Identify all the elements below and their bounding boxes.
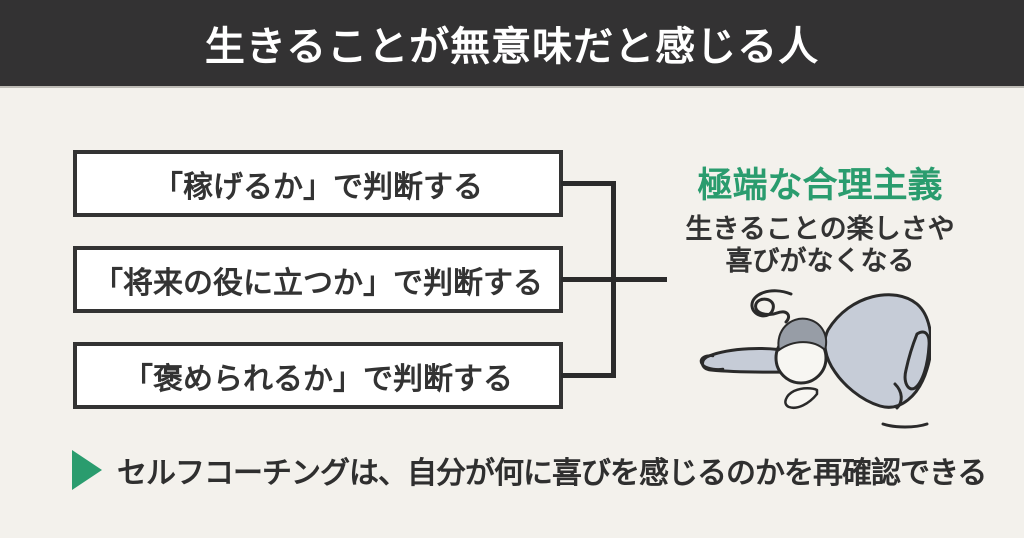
person-knee-line	[893, 382, 903, 410]
triangle-marker-icon	[72, 450, 102, 490]
person-chin-hand	[784, 387, 819, 409]
despair-scribble-icon	[750, 289, 793, 324]
takeaway-text: セルフコーチングは、自分が何に喜びを感じるのかを再確認できる	[117, 457, 987, 490]
person-foot	[903, 330, 931, 391]
cause-box-3: 「褒められるか」で判断する	[73, 342, 563, 409]
takeaway-row: セルフコーチングは、自分が何に喜びを感じるのかを再確認できる	[72, 448, 987, 492]
cause-box-2-label: 「将来の役に立つか」で判断する	[93, 266, 543, 300]
cause-box-1: 「稼げるか」で判断する	[73, 150, 563, 217]
cause-box-3-label: 「褒められるか」で判断する	[123, 362, 513, 396]
collapsed-person-illustration	[699, 289, 931, 429]
header-banner: 生きることが無意味だと感じる人	[0, 0, 1024, 88]
result-description-line-2: 喜びがなくなる	[725, 245, 915, 276]
result-description-line-1: 生きることの楽しさや	[685, 214, 955, 244]
connector-vertical-line	[611, 181, 616, 378]
connector-stub-bottom	[561, 373, 615, 378]
cause-box-1-label: 「稼げるか」で判断する	[153, 170, 483, 204]
cause-box-2: 「将来の役に立つか」で判断する	[73, 246, 563, 313]
person-hair	[777, 317, 827, 352]
ground-line	[881, 422, 929, 429]
person-hand-fingers	[699, 354, 725, 371]
page-title: 生きることが無意味だと感じる人	[204, 25, 820, 69]
result-block: 極端な合理主義 生きることの楽しさや 喜びがなくなる	[660, 157, 980, 278]
connector-stub-top	[561, 181, 615, 186]
result-title: 極端な合理主義	[697, 166, 943, 205]
